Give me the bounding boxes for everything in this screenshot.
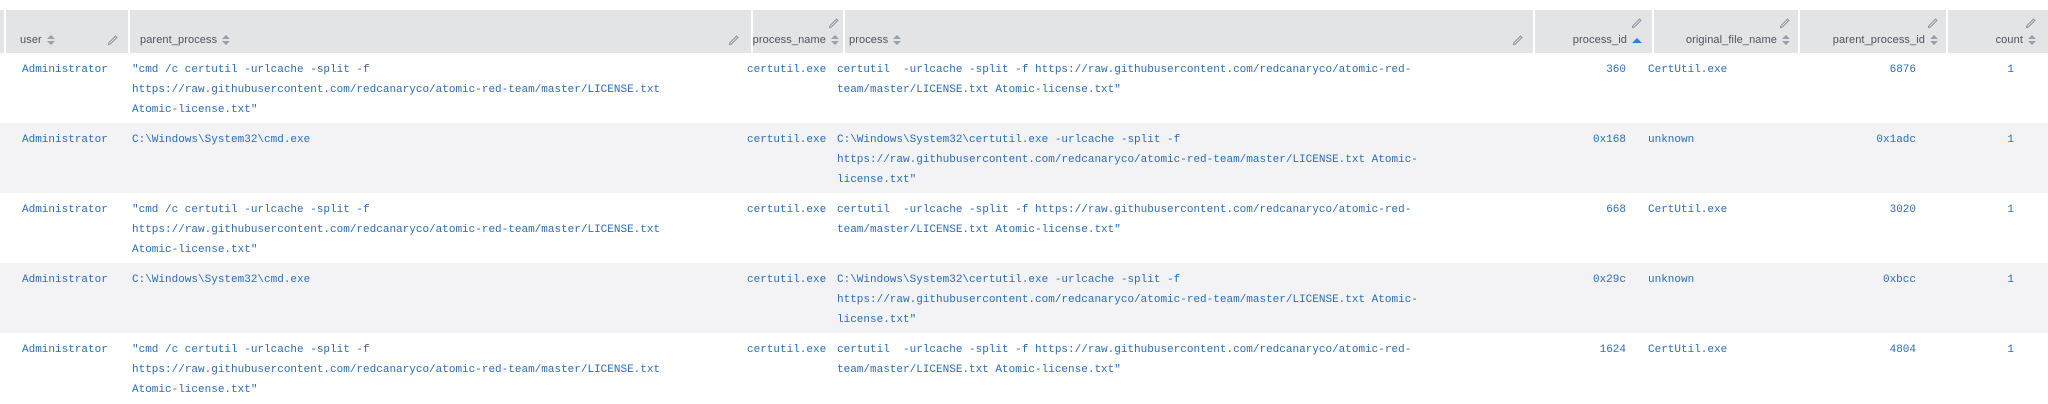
cell-user[interactable]: Administrator <box>22 204 108 216</box>
column-header-original-file-name[interactable]: original_file_name <box>1654 10 1798 53</box>
edit-icon[interactable] <box>1512 34 1523 46</box>
column-label: parent_process_id <box>1832 34 1925 46</box>
edit-icon[interactable] <box>107 34 118 46</box>
cell-count[interactable]: 1 <box>2007 134 2014 146</box>
table-header-row: user parent_process <box>0 10 2048 53</box>
cell-process[interactable]: C:\Windows\System32\certutil.exe -urlcac… <box>837 274 1418 326</box>
cell-count[interactable]: 1 <box>2007 64 2014 76</box>
cell-process-id[interactable]: 0x168 <box>1592 134 1626 146</box>
edit-icon[interactable] <box>728 34 739 46</box>
sort-icon[interactable] <box>46 35 55 45</box>
cell-process[interactable]: certutil -urlcache -split -f https://raw… <box>837 204 1412 236</box>
cell-process[interactable]: C:\Windows\System32\certutil.exe -urlcac… <box>837 134 1418 186</box>
cell-count[interactable]: 1 <box>2007 344 2014 356</box>
cell-user[interactable]: Administrator <box>22 274 108 286</box>
cell-parent-process[interactable]: C:\Windows\System32\cmd.exe <box>132 134 311 146</box>
cell-count[interactable]: 1 <box>2007 274 2014 286</box>
column-header-count[interactable]: count <box>1948 10 2048 53</box>
cell-process-id[interactable]: 0x29c <box>1592 274 1626 286</box>
cell-parent-process[interactable]: "cmd /c certutil -urlcache -split -f htt… <box>132 64 667 116</box>
cell-process-name[interactable]: certutil.exe <box>747 64 827 76</box>
table-row: Administrator C:\Windows\System32\cmd.ex… <box>0 123 2048 193</box>
cell-user[interactable]: Administrator <box>22 64 108 76</box>
cell-user[interactable]: Administrator <box>22 344 108 356</box>
column-header-user[interactable]: user <box>6 10 128 53</box>
cell-process-id[interactable]: 1624 <box>1599 344 1626 356</box>
table-row: Administrator "cmd /c certutil -urlcache… <box>0 333 2048 403</box>
sort-icon[interactable] <box>222 35 231 45</box>
sort-icon[interactable] <box>1782 35 1790 45</box>
column-label: count <box>1995 34 2023 46</box>
sort-ascending-icon[interactable] <box>1632 37 1642 43</box>
sort-icon[interactable] <box>831 35 839 45</box>
cell-parent-process-id[interactable]: 0x1adc <box>1876 134 1916 146</box>
edit-icon[interactable] <box>828 18 839 29</box>
column-header-parent-process-id[interactable]: parent_process_id <box>1800 10 1946 53</box>
table-row: Administrator "cmd /c certutil -urlcache… <box>0 53 2048 123</box>
cell-parent-process[interactable]: C:\Windows\System32\cmd.exe <box>132 274 311 286</box>
column-label: process_name <box>752 34 826 46</box>
table-row: Administrator C:\Windows\System32\cmd.ex… <box>0 263 2048 333</box>
cell-parent-process[interactable]: "cmd /c certutil -urlcache -split -f htt… <box>132 344 667 396</box>
cell-process[interactable]: certutil -urlcache -split -f https://raw… <box>837 344 1412 376</box>
cell-process-name[interactable]: certutil.exe <box>747 344 827 356</box>
table-row: Administrator "cmd /c certutil -urlcache… <box>0 193 2048 263</box>
cell-parent-process[interactable]: "cmd /c certutil -urlcache -split -f htt… <box>132 204 667 256</box>
column-header-parent-process[interactable]: parent_process <box>130 10 751 53</box>
edit-icon[interactable] <box>2025 18 2036 29</box>
sort-icon[interactable] <box>893 35 902 45</box>
cell-original-file-name[interactable]: CertUtil.exe <box>1648 64 1728 76</box>
column-label: parent_process <box>140 34 218 46</box>
edit-icon[interactable] <box>1927 18 1938 29</box>
column-label: user <box>20 34 42 46</box>
sort-icon[interactable] <box>1930 35 1938 45</box>
cell-original-file-name[interactable]: unknown <box>1648 134 1695 146</box>
cell-original-file-name[interactable]: CertUtil.exe <box>1648 204 1728 216</box>
cell-parent-process-id[interactable]: 4804 <box>1889 344 1916 356</box>
column-label: original_file_name <box>1685 34 1777 46</box>
edit-icon[interactable] <box>1631 18 1642 29</box>
cell-process-name[interactable]: certutil.exe <box>747 274 827 286</box>
cell-user[interactable]: Administrator <box>22 134 108 146</box>
cell-process-name[interactable]: certutil.exe <box>747 134 827 146</box>
cell-count[interactable]: 1 <box>2007 204 2014 216</box>
cell-parent-process-id[interactable]: 0xbcc <box>1882 274 1916 286</box>
cell-process-name[interactable]: certutil.exe <box>747 204 827 216</box>
cell-original-file-name[interactable]: unknown <box>1648 274 1695 286</box>
cell-process-id[interactable]: 668 <box>1606 204 1626 216</box>
cell-process[interactable]: certutil -urlcache -split -f https://raw… <box>837 64 1412 96</box>
header-edge-sliver <box>0 10 4 53</box>
column-header-process-name[interactable]: process_name <box>753 10 843 53</box>
column-label: process <box>849 34 889 46</box>
edit-icon[interactable] <box>1779 18 1790 29</box>
column-label: process_id <box>1572 34 1627 46</box>
process-table: user parent_process <box>0 10 2048 403</box>
column-header-process-id[interactable]: process_id <box>1535 10 1652 53</box>
column-header-process[interactable]: process <box>845 10 1533 53</box>
sort-icon[interactable] <box>2028 35 2036 45</box>
cell-original-file-name[interactable]: CertUtil.exe <box>1648 344 1728 356</box>
cell-process-id[interactable]: 360 <box>1606 64 1626 76</box>
cell-parent-process-id[interactable]: 3020 <box>1889 204 1916 216</box>
cell-parent-process-id[interactable]: 6876 <box>1889 64 1916 76</box>
